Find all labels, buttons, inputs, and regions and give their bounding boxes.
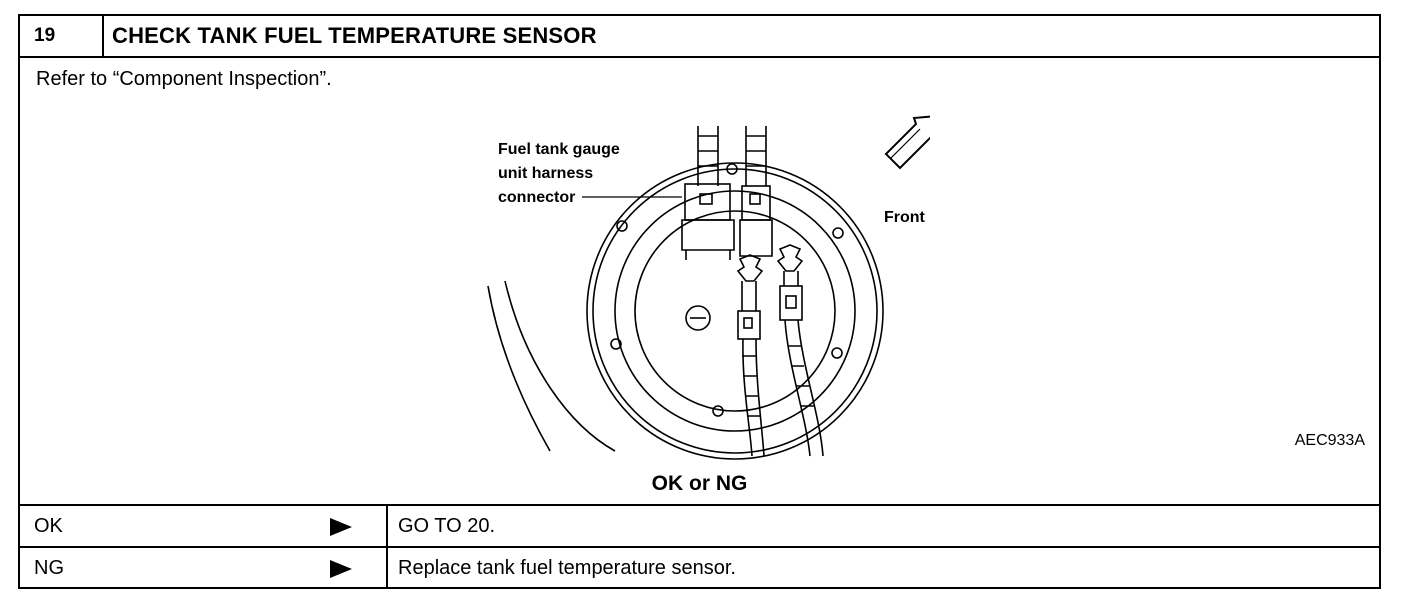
tank-outline-arc [487,285,551,452]
gauge-unit-plate [634,210,836,412]
result-label: OK [34,515,63,537]
instruction-text: Refer to “Component Inspection”. [36,68,332,90]
bolt [712,405,724,417]
harness-connector-body [681,219,735,251]
action-text: Replace tank fuel temperature sensor. [386,548,1378,589]
decision-row-ng: NG Replace tank fuel temperature sensor. [20,546,1379,589]
center-plug [685,305,711,331]
sensor-body [737,310,761,340]
sensor-lead [784,319,824,457]
callout-label-line: Fuel tank gauge [498,141,620,158]
bolt [832,227,844,239]
callout-label-line: unit harness [498,165,593,182]
front-arrow-icon [884,115,930,170]
bolt [726,163,738,175]
bolt [610,338,622,350]
front-label: Front [884,209,926,226]
flange-ring [592,168,878,454]
harness-tube [697,126,719,186]
arrow-right-icon [330,518,352,536]
sensor-lead [742,338,765,457]
bolt [831,347,843,359]
step-number: 19 [20,16,104,56]
figure-id: AEC933A [1294,432,1365,449]
flange-outer-ring [586,162,884,460]
sensor-body [779,285,803,321]
step-header: 19 CHECK TANK FUEL TEMPERATURE SENSOR [20,16,1379,58]
tank-outline-arc [504,280,616,452]
harness-tube [745,126,767,186]
callout-label-line: connector [498,189,575,206]
flange-inner-ring [614,190,856,432]
decision-question: OK or NG [651,472,748,495]
sensor-tip [776,244,804,272]
inspection-step-table: 19 CHECK TANK FUEL TEMPERATURE SENSOR Re… [18,14,1381,589]
action-text: GO TO 20. [386,506,1378,547]
decision-row-ok: OK GO TO 20. [20,504,1379,547]
bolt [616,220,628,232]
sensor-tip [736,254,764,282]
fuel-tank-gauge-unit-diagram: Fuel tank gauge unit harness connector F… [487,115,930,460]
result-label: NG [34,557,64,579]
step-title: CHECK TANK FUEL TEMPERATURE SENSOR [112,23,597,48]
arrow-right-icon [330,560,352,578]
